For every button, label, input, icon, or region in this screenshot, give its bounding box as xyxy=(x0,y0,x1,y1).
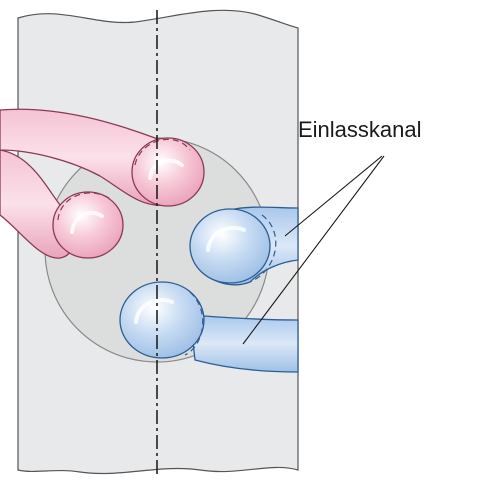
intake-port-label: Einlasskanal xyxy=(298,117,422,142)
